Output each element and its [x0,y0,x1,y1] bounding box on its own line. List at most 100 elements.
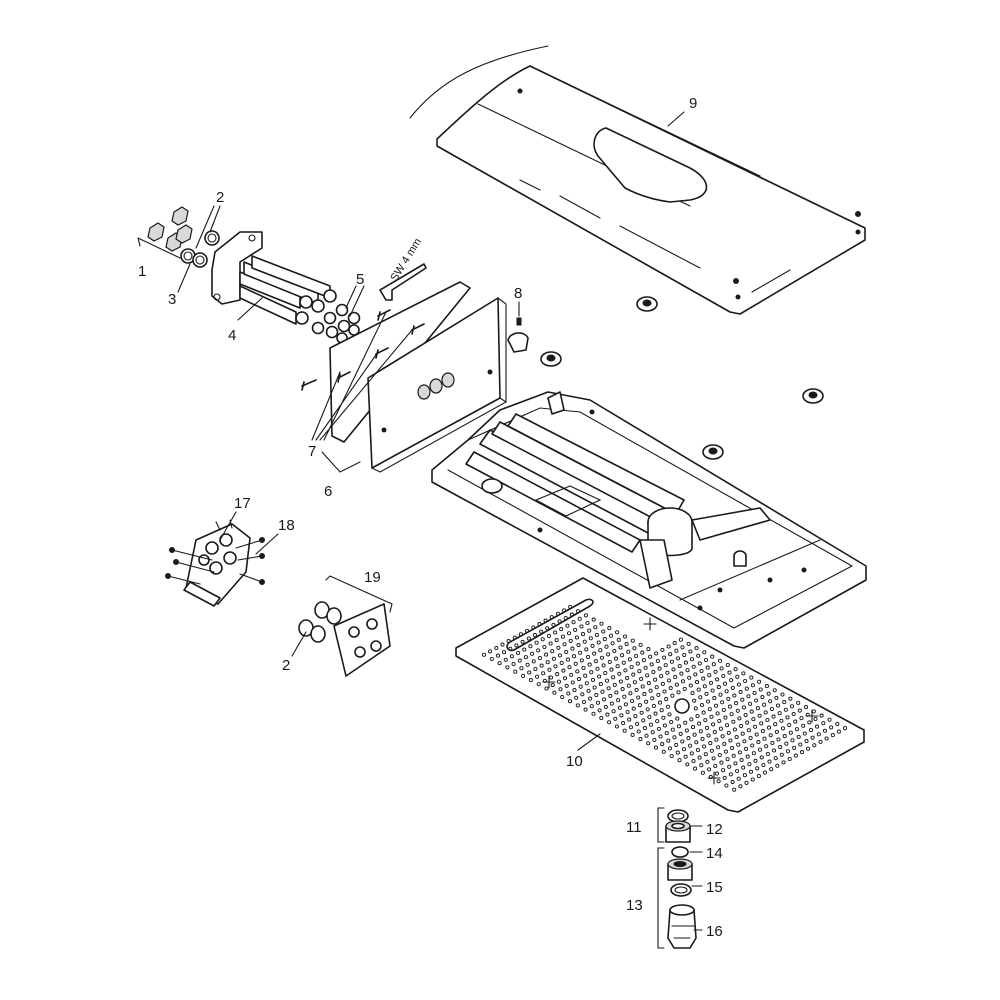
nozzle-hole [771,748,777,753]
nozzle-hole [722,775,727,780]
nozzle-hole [591,711,596,716]
part-1-screw-set [147,206,193,252]
nozzle-hole [736,682,741,687]
nozzle-hole [720,734,725,739]
nozzle-hole [670,727,675,732]
nozzle-hole [772,688,777,693]
nozzle-hole [575,703,580,708]
nozzle-hole [563,615,568,621]
nozzle-hole [627,717,632,722]
nozzle-hole [730,780,735,785]
nozzle-hole [740,697,745,702]
nozzle-hole [811,709,816,714]
nozzle-hole [669,719,674,725]
nozzle-hole [557,653,563,658]
nozzle-hole [597,674,602,679]
nozzle-hole [738,784,743,789]
nozzle-hole [562,608,567,613]
nozzle-hole [674,682,679,687]
nozzle-hole [551,656,556,661]
nozzle-hole [646,647,651,652]
nozzle-hole [520,639,525,644]
part-10-spray-plate [455,577,865,813]
nozzle-hole [685,668,690,673]
nozzle-hole [628,725,633,730]
nozzle-hole [782,700,787,705]
nozzle-hole [584,681,589,686]
nozzle-hole [819,713,824,718]
nozzle-hole [656,692,661,697]
label-part-14: 14 [706,845,723,862]
nozzle-hole [704,725,710,730]
nozzle-hole [621,721,626,726]
nozzle-hole [675,656,681,661]
nozzle-hole [575,609,581,614]
nozzle-hole [843,726,848,731]
nozzle-hole [625,676,630,681]
nozzle-hole [707,707,712,712]
nozzle-hole [661,715,666,720]
part-2-lower-o-rings [298,601,342,643]
part-5-o-rings [311,303,361,344]
nozzle-hole [639,676,644,681]
nozzle-hole [641,658,646,663]
nozzle-hole [664,731,669,736]
part-bracket-lines [657,807,703,949]
nozzle-hole [649,662,654,667]
nozzle-hole [648,654,653,659]
nozzle-hole [583,707,588,712]
nozzle-hole [509,654,514,659]
nozzle-hole [765,751,770,757]
nozzle-hole [829,725,834,730]
nozzle-hole [548,675,554,680]
nozzle-hole [536,682,541,687]
nozzle-hole [714,737,719,742]
nozzle-hole [650,696,655,701]
nozzle-hole [737,750,742,755]
nozzle-hole [630,638,635,643]
label-part-15: 15 [706,879,723,896]
nozzle-hole [728,772,733,777]
nozzle-hole [732,787,737,792]
nozzle-hole [735,708,740,713]
nozzle-hole [774,695,779,700]
nozzle-hole [769,706,774,712]
nozzle-hole [556,645,561,650]
nozzle-hole [494,645,499,651]
nozzle-hole [835,721,840,727]
nozzle-hole [593,625,598,630]
part-9-cover-plate [409,45,866,315]
nozzle-hole [578,684,583,689]
nozzle-hole [542,644,547,650]
nozzle-hole [606,652,611,657]
nozzle-hole [623,702,628,707]
nozzle-hole [716,685,721,690]
nozzle-hole [606,686,611,691]
nozzle-hole [645,707,650,712]
part-14-o-ring [671,846,689,858]
nozzle-hole [750,743,755,748]
nozzle-hole [562,676,568,681]
nozzle-hole [798,742,803,747]
nozzle-hole [683,660,688,665]
nozzle-hole [634,653,639,659]
nozzle-hole [776,737,781,742]
nozzle-hole [799,716,804,721]
nozzle-hole [723,715,728,720]
nozzle-hole [688,743,693,748]
nozzle-hole [748,735,753,740]
nozzle-hole [827,717,832,722]
nozzle-hole [632,646,637,651]
part-2-o-rings [180,230,220,268]
nozzle-hole [674,648,679,653]
nozzle-hole [596,640,601,645]
nozzle-hole [533,666,538,672]
nozzle-hole [666,738,671,743]
nozzle-hole [636,695,641,700]
nozzle-hole [671,667,676,672]
nozzle-hole [766,691,771,696]
nozzle-hole [605,712,610,717]
nozzle-hole [528,644,533,649]
tool-hex-key [379,263,427,301]
